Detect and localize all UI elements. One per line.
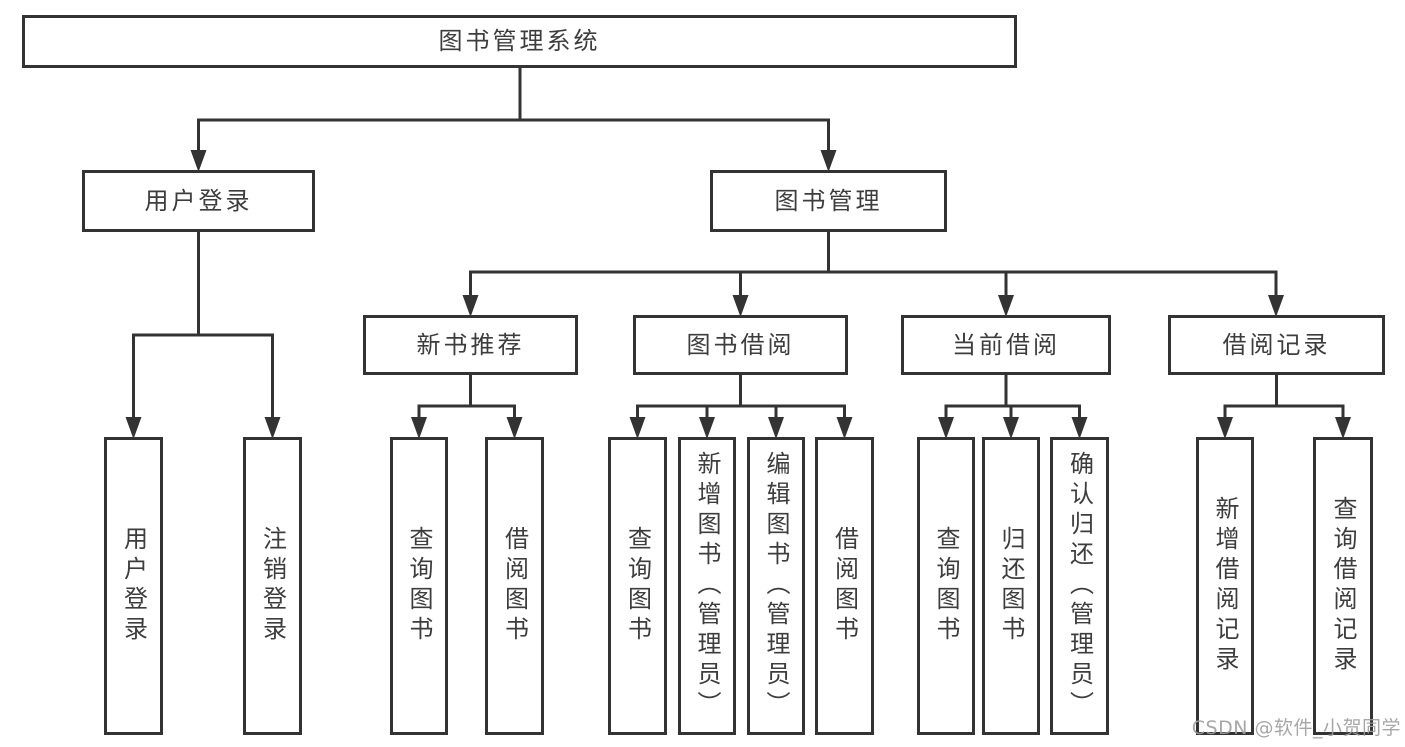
node-bb-query-books: 查询图书 (608, 437, 667, 735)
node-current-borrow: 当前借阅 (901, 315, 1111, 375)
node-nb-borrow-books: 借阅图书 (485, 437, 544, 735)
node-label: 查询图书 (405, 526, 433, 646)
node-label: 借阅图书 (830, 526, 859, 646)
node-label: 归还图书 (997, 526, 1025, 646)
node-label: 确认归还（管理员） (1065, 451, 1094, 721)
node-borrow-records: 借阅记录 (1168, 315, 1385, 375)
node-cb-return-books: 归还图书 (982, 437, 1040, 735)
arrowhead-icon (732, 295, 749, 317)
node-label: 查询图书 (623, 526, 652, 646)
node-book-management: 图书管理 (710, 170, 947, 232)
arrowhead-icon (125, 417, 142, 439)
node-label: 新增图书（管理员） (693, 451, 721, 721)
watermark: CSDN @软件_小贺同学 (1191, 717, 1401, 739)
node-bb-borrow-books: 借阅图书 (815, 437, 874, 735)
arrowhead-icon (1268, 295, 1284, 317)
arrowhead-icon (1003, 417, 1019, 439)
node-cb-confirm-return-admin: 确认归还（管理员） (1050, 437, 1109, 735)
arrowhead-icon (768, 417, 784, 439)
arrowhead-icon (820, 150, 837, 172)
arrowhead-icon (1335, 417, 1351, 439)
node-bb-edit-books-admin: 编辑图书（管理员） (747, 437, 805, 735)
node-root: 图书管理系统 (22, 15, 1017, 68)
arrowhead-icon (462, 295, 479, 317)
arrowhead-icon (1217, 417, 1233, 439)
arrowhead-icon (836, 417, 853, 439)
node-label: 借阅图书 (500, 526, 529, 646)
node-user-login: 用户登录 (82, 170, 315, 232)
node-br-add-record: 新增借阅记录 (1196, 437, 1254, 735)
arrowhead-icon (629, 417, 646, 439)
node-label: 查询图书 (932, 526, 960, 646)
node-user-login-leaf: 用户登录 (104, 437, 163, 735)
node-label: 查询借阅记录 (1329, 496, 1357, 676)
node-nb-query-books: 查询图书 (390, 437, 448, 735)
node-new-book-recommend: 新书推荐 (363, 315, 578, 375)
arrowhead-icon (998, 295, 1014, 317)
arrowhead-icon (190, 150, 207, 172)
node-br-query-record: 查询借阅记录 (1313, 437, 1373, 735)
arrowhead-icon (264, 417, 281, 439)
node-label: 新增借阅记录 (1211, 496, 1239, 676)
arrowhead-icon (699, 417, 715, 439)
node-label: 用户登录 (119, 526, 148, 646)
node-logout-leaf: 注销登录 (243, 437, 302, 735)
arrowhead-icon (506, 417, 523, 439)
node-bb-add-books-admin: 新增图书（管理员） (678, 437, 736, 735)
node-cb-query-books: 查询图书 (917, 437, 975, 735)
arrowhead-icon (411, 417, 427, 439)
node-label: 注销登录 (258, 526, 287, 646)
arrowhead-icon (938, 417, 954, 439)
node-label: 编辑图书（管理员） (762, 451, 790, 721)
node-book-borrow: 图书借阅 (633, 315, 848, 375)
arrowhead-icon (1071, 417, 1088, 439)
